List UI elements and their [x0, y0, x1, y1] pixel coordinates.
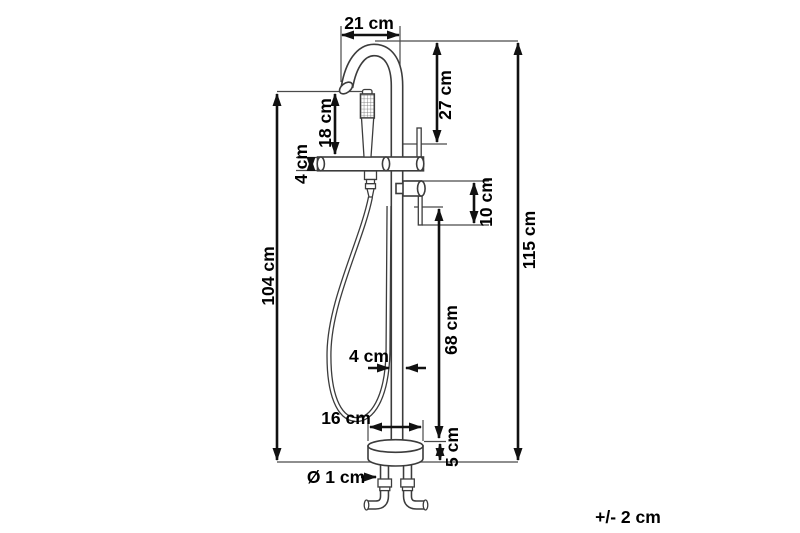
supply-pipe-right	[400, 462, 429, 511]
faucet-drawing	[316, 43, 429, 511]
dim-label-floor-to-mixer: 68 cm	[441, 305, 461, 355]
dim-label-base-diameter: 16 cm	[321, 408, 371, 428]
lower-handle	[395, 180, 426, 197]
dim-label-base-height: 5 cm	[442, 427, 462, 467]
dim-label-column-diameter: 4 cm	[349, 346, 389, 366]
hand-shower	[359, 88, 378, 198]
dimension-labels: 21 cm 27 cm 18 cm 4 cm 10 cm 104 cm 115 …	[258, 13, 661, 527]
dim-label-spout-width: 21 cm	[344, 13, 394, 33]
shower-holder-arm	[316, 156, 425, 172]
dim-label-handle-spacing: 10 cm	[476, 177, 496, 227]
dim-label-spout-drop: 27 cm	[435, 70, 455, 120]
spout-and-riser-column	[338, 43, 404, 444]
hand-shower-hose	[326, 196, 392, 423]
supply-pipe-left	[363, 462, 393, 511]
dim-label-floor-to-spout: 104 cm	[258, 246, 278, 305]
base-flange	[367, 438, 424, 467]
spout-outlet	[338, 81, 354, 95]
tolerance-note: +/- 2 cm	[595, 507, 661, 527]
dim-label-holder-arm-thickness: 4 cm	[291, 144, 311, 184]
dim-label-total-height: 115 cm	[519, 211, 539, 269]
compression-nut-left	[377, 478, 393, 488]
upper-lever	[416, 127, 422, 159]
lower-lever	[417, 195, 423, 226]
compression-nut-right	[400, 478, 415, 488]
hose-connector	[363, 170, 378, 181]
hand-shower-handle	[360, 117, 375, 158]
dim-label-pipe-diameter: Ø 1 cm	[307, 467, 365, 487]
dimension-arrows	[272, 30, 523, 482]
dim-label-spout-to-holder: 18 cm	[315, 98, 335, 148]
